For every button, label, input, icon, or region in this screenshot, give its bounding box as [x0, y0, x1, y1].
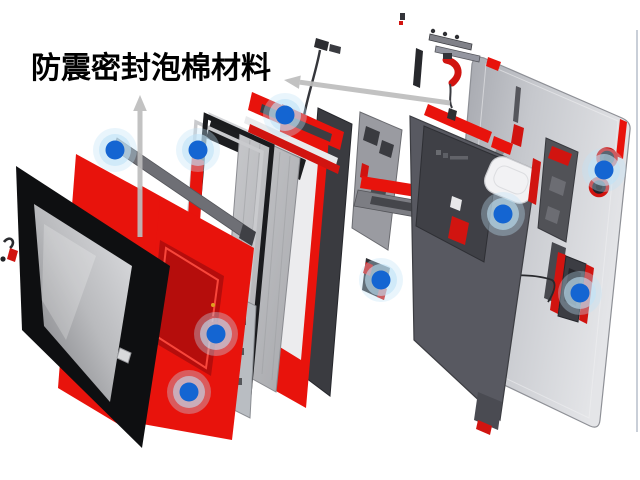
frame-slot: [450, 196, 462, 211]
screw-bar-1: [428, 33, 473, 51]
callout-dot: [263, 93, 307, 137]
screw-icon: [454, 34, 460, 40]
mid-frame-group: [351, 104, 541, 435]
callout-dot: [558, 271, 602, 315]
foam-patch-right: [511, 124, 524, 147]
foam-strip-top-right: [491, 136, 513, 155]
home-button: [116, 347, 132, 364]
foam-strip-window: [528, 158, 541, 205]
back-cover-red-side-strip: [616, 119, 627, 159]
foam-patch-bottom: [476, 420, 492, 435]
cable-end: [447, 108, 457, 121]
callout-dot: [176, 128, 220, 172]
button-bar: [413, 48, 423, 88]
side-bracket: [537, 137, 579, 304]
tiny-part: [400, 13, 405, 20]
callout-dot: [167, 370, 211, 414]
tiny-part-red: [399, 21, 403, 25]
left-tiny-cable: [0, 237, 18, 262]
back-cover-slot: [513, 86, 521, 123]
touch-screen: [34, 204, 132, 402]
screw-icon: [442, 31, 448, 37]
red-flex-cable: [442, 56, 462, 87]
annotation-label: 防震密封泡棉材料: [31, 52, 271, 85]
screw-bar-2: [434, 45, 481, 63]
callout-dot: [93, 128, 137, 172]
foam-strip-top: [424, 104, 492, 143]
callout-dot: [194, 312, 238, 356]
left-arrow: [284, 75, 451, 106]
top-small-parts: [399, 13, 481, 121]
slide-edge-line: [636, 30, 638, 432]
mid-frame-leg: [474, 392, 502, 430]
callout-dot: [359, 258, 403, 302]
cable-connector: [443, 53, 452, 59]
callout-dot: [481, 192, 525, 236]
screw-icon: [430, 28, 436, 34]
front-glass-bezel: [16, 166, 170, 448]
up-arrow: [133, 95, 147, 237]
callout-dot: [582, 148, 626, 192]
thin-cable: [449, 83, 453, 109]
battery: [415, 125, 499, 263]
back-cover-red-corner: [486, 57, 501, 71]
front-assembly-group: [0, 92, 353, 448]
foam-patch-mid: [448, 216, 469, 245]
